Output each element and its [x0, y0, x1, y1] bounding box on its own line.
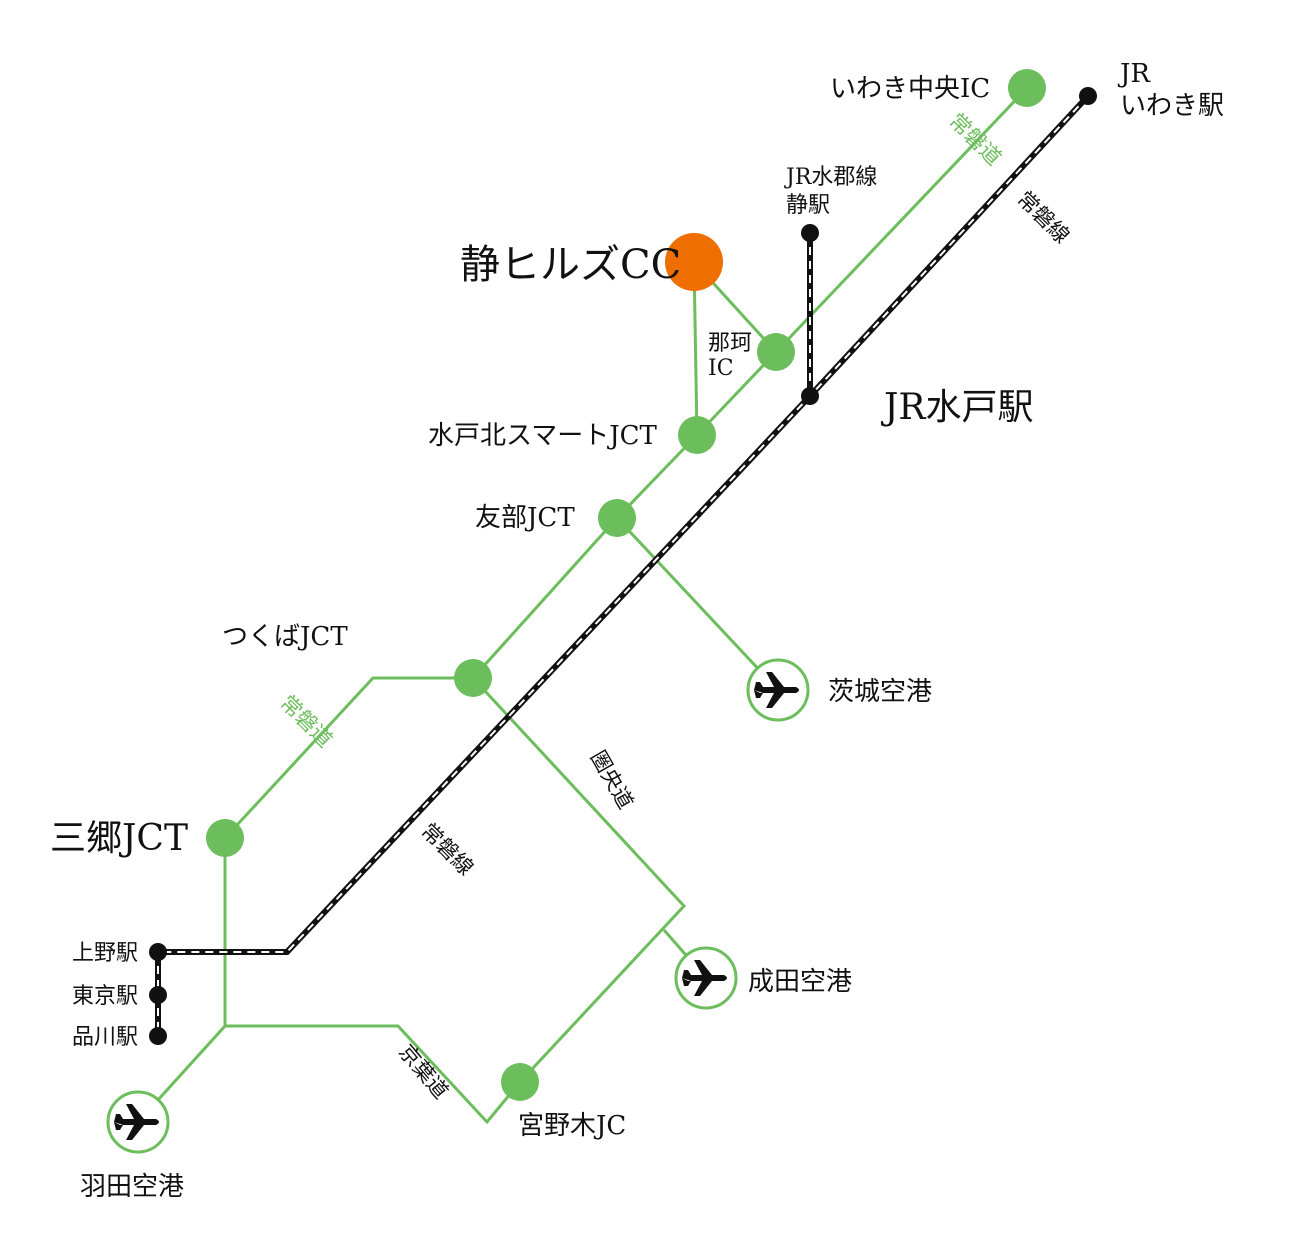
tokyo-station-label: 東京駅	[72, 984, 138, 1009]
airplane-icon	[682, 960, 727, 996]
shizu-station-label-line1: JR水郡線	[784, 165, 877, 190]
golf-club-marker	[665, 233, 723, 291]
airport-haneda-marker	[106, 1090, 170, 1154]
joban-line-label-north: 常磐線	[1012, 187, 1074, 249]
misato-jct-label: 三郷JCT	[50, 818, 188, 859]
tsukuba-jct-label: つくばJCT	[222, 622, 348, 652]
ueno-station-label: 上野駅	[72, 941, 138, 966]
interchange-nodes	[206, 69, 1046, 1101]
airplane-icon	[114, 1104, 159, 1140]
golf-club-label: 静ヒルズCC	[460, 242, 681, 288]
station-nodes	[149, 87, 1097, 1045]
mito-station-label: JR水戸駅	[880, 387, 1034, 428]
ibaraki-airport-label: 茨城空港	[828, 677, 932, 707]
ibaraki-airport-spur	[615, 516, 780, 692]
station-iwaki	[1079, 87, 1097, 105]
joban-line-label-south: 常磐線	[416, 819, 478, 881]
narita-airport-label: 成田空港	[748, 967, 852, 997]
airport-ibaraki-marker	[746, 658, 810, 722]
node-naka-ic	[757, 333, 795, 371]
node-tsukuba	[454, 659, 492, 697]
iwaki-chuo-ic-label: いわき中央IC	[830, 74, 990, 104]
airplane-icon	[754, 672, 799, 708]
station-tokyo	[149, 986, 167, 1004]
keiyo-do-label: 京葉道	[394, 1040, 453, 1104]
tomobe-jct-label: 友部JCT	[475, 503, 575, 533]
haneda-airport-label: 羽田空港	[80, 1172, 184, 1202]
ken-o-do-label: 圏央道	[586, 747, 638, 814]
joban-expressway-label-south: 常磐道	[275, 691, 337, 753]
node-miyanogi	[501, 1063, 539, 1101]
joban-line-dash	[158, 95, 1089, 953]
iwaki-station-label-line2: いわき駅	[1120, 91, 1224, 121]
mito-kita-jct-label: 水戸北スマートJCT	[428, 421, 658, 451]
node-misato	[206, 819, 244, 857]
naka-ic-label-line2: IC	[708, 356, 734, 381]
shizu-station-label-line2: 静駅	[786, 193, 830, 218]
airport-narita-marker	[674, 946, 738, 1010]
iwaki-station-label-line1: JR	[1117, 59, 1151, 89]
shinagawa-station-label: 品川駅	[72, 1025, 138, 1050]
miyanogi-jc-label: 宮野木JC	[518, 1111, 626, 1141]
station-shizu	[801, 224, 819, 242]
station-mito	[801, 387, 819, 405]
station-ueno	[149, 943, 167, 961]
keiyo-do-line	[225, 1024, 522, 1125]
station-shinagawa	[149, 1027, 167, 1045]
rail-network	[155, 93, 1091, 1036]
naka-ic-label-line1: 那珂	[708, 331, 752, 356]
ken-o-do-line	[471, 676, 687, 1084]
node-tomobe	[598, 499, 636, 537]
node-mito-kita	[678, 416, 716, 454]
node-iwaki-chuo	[1008, 69, 1046, 107]
